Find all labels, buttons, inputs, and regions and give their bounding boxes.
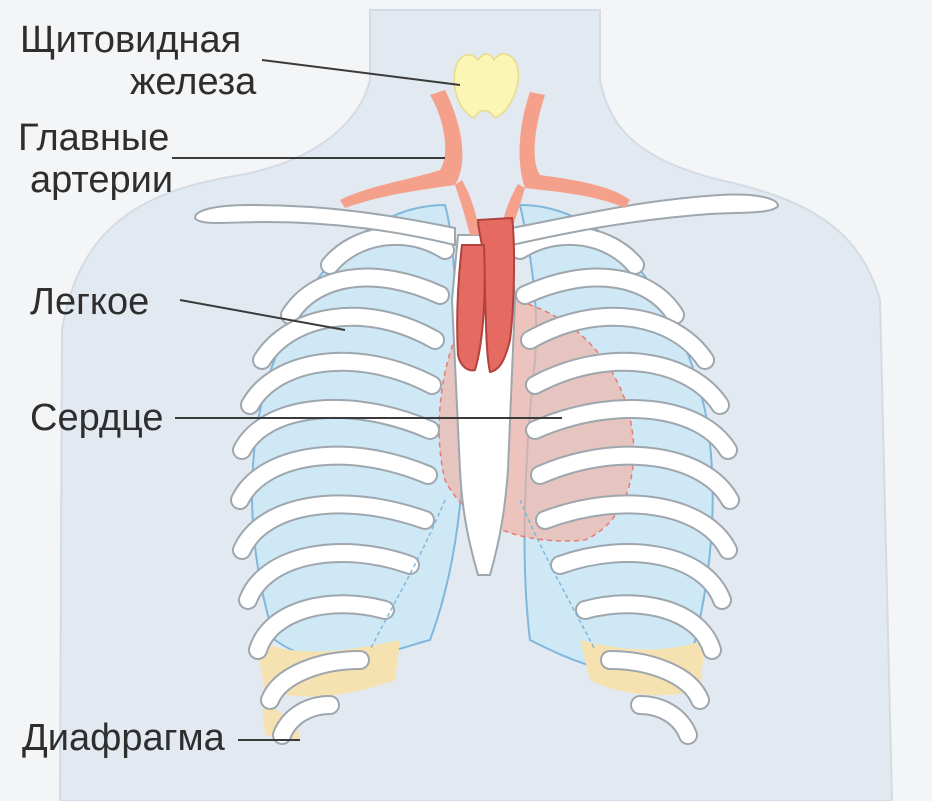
- label-thyroid-line2: железа: [130, 62, 256, 102]
- label-heart: Сердце: [30, 398, 163, 438]
- label-thyroid-line1: Щитовидная: [20, 20, 241, 60]
- label-diaphragm: Диафрагма: [22, 718, 225, 758]
- label-arteries-line2: артерии: [30, 160, 173, 200]
- label-arteries-line1: Главные: [18, 118, 169, 158]
- label-lung: Легкое: [30, 282, 149, 322]
